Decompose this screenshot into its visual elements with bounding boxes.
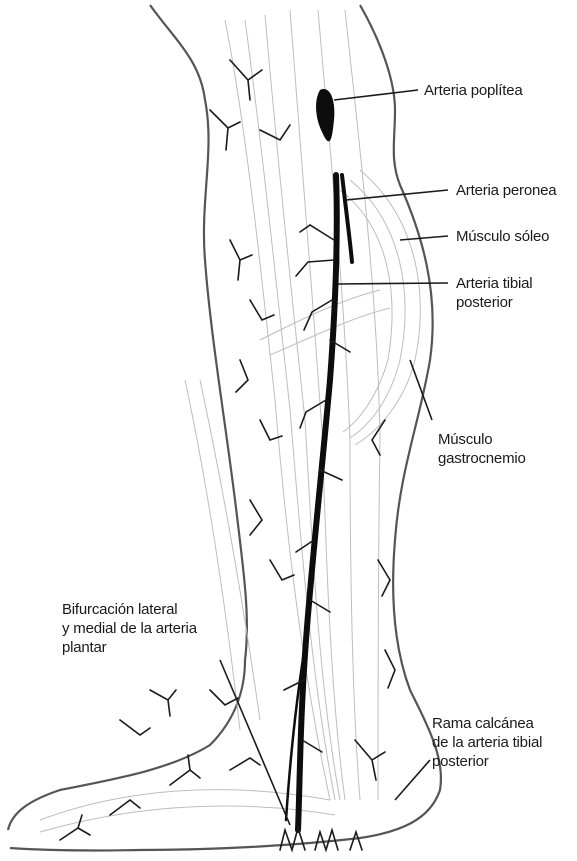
leader-arteria-poplitea [334,90,418,100]
artery-branches [60,60,395,850]
leader-arteria-peronea [346,190,448,200]
label-bifurcacion: Bifurcación lateral y medial de la arter… [62,600,197,657]
label-arteria-tibial-posterior: Arteria tibial posterior [456,274,532,312]
label-arteria-peronea: Arteria peronea [456,181,556,200]
leader-arteria-tibial-posterior [338,283,448,284]
leader-rama-calcanea [395,760,430,800]
label-musculo-gastrocnemio: Músculo gastrocnemio [438,430,526,468]
popliteal-artery-shape [316,89,334,141]
label-musculo-soleo: Músculo sóleo [456,227,549,246]
leg-outline [8,5,441,850]
posterior-tibial-artery [286,175,352,830]
label-arteria-poplitea: Arteria poplítea [424,81,523,100]
label-rama-calcanea: Rama calcánea de la arteria tibial poste… [432,714,542,771]
muscle-fibers [40,10,420,832]
